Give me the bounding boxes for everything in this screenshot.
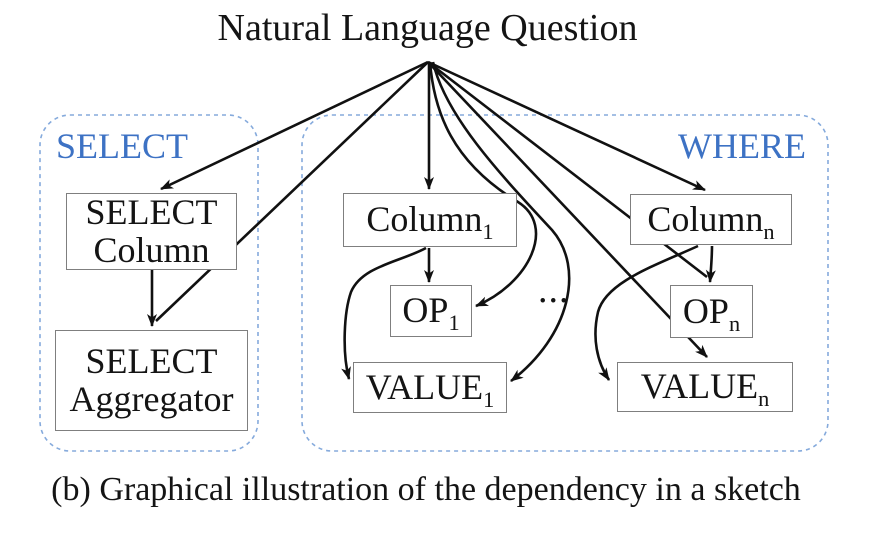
node-select-aggregator-line1: SELECT <box>85 340 218 381</box>
node-value-n-subscript: n <box>758 386 770 412</box>
select-group-label: SELECT <box>56 126 188 166</box>
edge-nlq-to-select-aggregator <box>155 61 429 322</box>
node-column-n: Columnn <box>630 194 792 245</box>
figure-caption: (b) Graphical illustration of the depend… <box>51 471 801 508</box>
where-group-label: WHERE <box>678 126 806 166</box>
node-value-1-subscript: 1 <box>483 386 495 412</box>
node-op-n: OPn <box>670 285 753 338</box>
node-op-1: OP1 <box>390 285 472 337</box>
edge-column-n-to-op-n <box>705 245 716 283</box>
edge-nlq-to-value-1 <box>431 61 571 383</box>
node-op-n-label: OPn <box>682 290 740 335</box>
node-column-1: Column1 <box>343 193 517 247</box>
where-group-outline <box>301 114 829 452</box>
node-column-n-subscript: n <box>763 218 775 244</box>
edge-nlq-to-column-n <box>427 60 706 192</box>
node-select-column-line2: Column <box>93 229 210 270</box>
node-value-n-base: VALUE <box>640 366 759 407</box>
node-column-1-label: Column1 <box>366 199 493 243</box>
node-value-1-label: VALUE1 <box>365 366 495 411</box>
node-value-1: VALUE1 <box>353 362 507 413</box>
node-column-n-label: Columnn <box>647 198 774 243</box>
edge-nlq-to-op-1 <box>428 61 538 308</box>
edge-nlq-to-value-n <box>427 61 708 358</box>
node-select-column-line1: SELECT <box>85 191 218 232</box>
node-column-1-base: Column <box>366 199 483 240</box>
node-select-aggregator-line2: Aggregator <box>69 378 234 419</box>
node-column-1-subscript: 1 <box>482 219 494 245</box>
edge-column-n-to-value-n <box>594 244 699 381</box>
edge-nlq-to-select-column <box>160 60 429 191</box>
node-op-1-subscript: 1 <box>448 310 460 336</box>
node-select-column: SELECT Column <box>66 193 237 270</box>
node-select-aggregator: SELECT Aggregator <box>55 330 248 431</box>
node-column-n-base: Column <box>647 198 764 239</box>
node-value-1-base: VALUE <box>365 366 484 407</box>
figure-title: Natural Language Question <box>217 7 638 49</box>
node-op-n-subscript: n <box>728 310 741 336</box>
node-value-n-label: VALUEn <box>640 366 770 410</box>
between-groups-ellipsis: ... <box>538 269 570 311</box>
edge-column-1-to-value-1 <box>341 246 427 380</box>
node-value-n: VALUEn <box>617 362 793 412</box>
node-op-1-base: OP <box>402 290 449 331</box>
node-op-1-label: OP1 <box>402 290 459 334</box>
node-op-n-base: OP <box>682 290 729 331</box>
